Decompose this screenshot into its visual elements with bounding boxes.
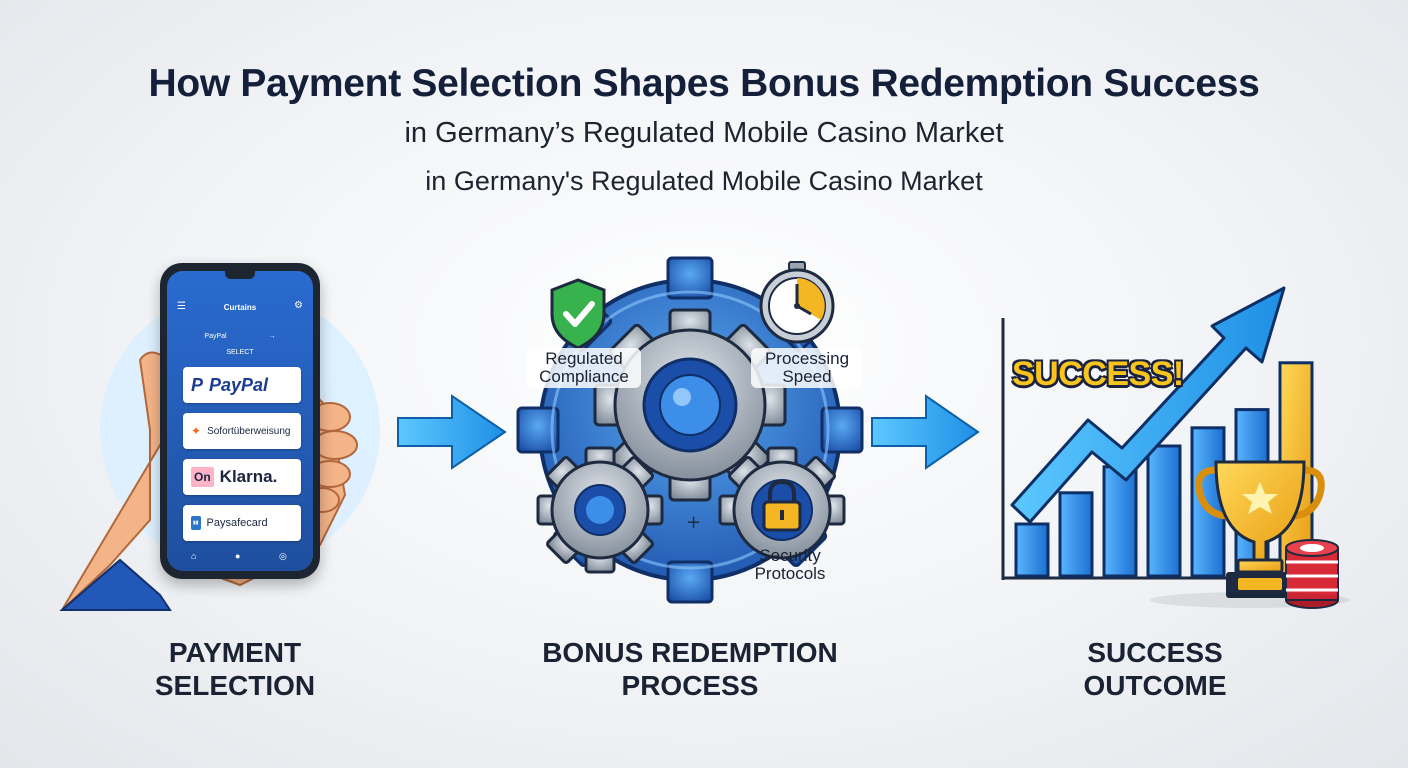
phone-mockup: ☰ Curtains ⚙ PayPal → SELECT P PayPal ✦ … — [160, 263, 320, 579]
stage-label-line: BONUS REDEMPTION — [542, 637, 838, 668]
phone-notch — [225, 271, 255, 279]
casino-chips — [1285, 539, 1339, 609]
trophy-icon — [1195, 460, 1325, 598]
chart-bar-3 — [1102, 465, 1138, 578]
stage-label-success: SUCCESS OUTCOME — [1060, 636, 1250, 702]
menu-icon[interactable]: ☰ — [177, 301, 186, 312]
page-title: How Payment Selection Shapes Bonus Redem… — [148, 62, 1260, 105]
phone-sub-caption: SELECT — [226, 349, 254, 356]
stage-label-line: OUTCOME — [1083, 670, 1227, 701]
factor-label-line: Protocols — [754, 564, 826, 583]
phone-sub-banner-text: PayPal — [204, 333, 227, 340]
stage-label-bonus: BONUS REDEMPTION PROCESS — [510, 636, 870, 702]
arrow-right-icon: → — [268, 333, 276, 340]
phone-bottom-nav: ⌂ ● ◎ — [167, 549, 313, 569]
payment-option-klarna[interactable]: On Klarna. — [183, 459, 301, 495]
sofort-icon: ✦ — [191, 424, 202, 438]
stage-label-line: SELECTION — [154, 670, 316, 701]
stage-label-line: SUCCESS — [1087, 637, 1223, 668]
chart-bar-1 — [1014, 522, 1050, 578]
page-subtitle: in Germany’s Regulated Mobile Casino Mar… — [404, 117, 1004, 149]
flow-arrow-2 — [871, 394, 980, 470]
payment-option-paypal[interactable]: P PayPal — [183, 367, 301, 403]
phone-header-title: Curtains — [223, 303, 257, 312]
factor-label-line: Regulated — [545, 349, 623, 368]
stage-label-line: PROCESS — [621, 670, 759, 701]
phone-header: ☰ Curtains ⚙ — [167, 297, 313, 317]
page-subtitle-repeat: in Germany's Regulated Mobile Casino Mar… — [425, 166, 983, 196]
stopwatch-icon — [759, 261, 835, 344]
factor-label-line: Compliance — [539, 367, 629, 386]
lock-icon — [762, 479, 802, 532]
center-plus-icon: + — [686, 512, 701, 533]
payment-option-label: Klarna. — [219, 467, 278, 486]
factor-security-protocols: Security Protocols — [741, 545, 839, 585]
chart-bar-4 — [1146, 444, 1182, 578]
payment-option-paysafecard[interactable]: ▮▮ Paysafecard — [183, 505, 301, 541]
factor-processing-speed: Processing Speed — [751, 348, 863, 388]
factor-regulated-compliance: Regulated Compliance — [527, 348, 641, 388]
factor-label-line: Speed — [782, 367, 832, 386]
nav-games-icon[interactable]: ● — [235, 551, 241, 561]
paysafecard-icon: ▮▮ — [191, 516, 201, 530]
payment-option-label: Sofortüberweisung — [207, 425, 291, 437]
payment-option-label: PayPal — [209, 374, 269, 395]
klarna-badge: On — [191, 467, 214, 487]
settings-icon[interactable]: ⚙ — [294, 300, 303, 311]
success-banner: SUCCESS! — [1012, 355, 1184, 393]
chart-bar-2 — [1058, 491, 1094, 578]
phone-screen: ☰ Curtains ⚙ PayPal → SELECT P PayPal ✦ … — [167, 271, 313, 571]
factor-label-line: Security — [759, 546, 821, 565]
phone-sub-banner: PayPal → SELECT — [185, 329, 295, 356]
stage-label-payment: PAYMENT SELECTION — [150, 636, 320, 702]
payment-option-label: Paysafecard — [206, 517, 268, 529]
left-gray-gear — [536, 446, 664, 574]
growth-arrow — [1010, 286, 1286, 524]
stage-label-line: PAYMENT — [168, 637, 302, 668]
chart-axes — [1001, 318, 1260, 580]
paypal-icon: P — [191, 374, 204, 395]
nav-home-icon[interactable]: ⌂ — [191, 551, 197, 561]
flow-arrow-1 — [397, 394, 507, 470]
payment-option-sofort[interactable]: ✦ Sofortüberweisung — [183, 413, 301, 449]
nav-more-icon[interactable]: ◎ — [279, 551, 287, 561]
factor-label-line: Processing — [764, 349, 850, 368]
